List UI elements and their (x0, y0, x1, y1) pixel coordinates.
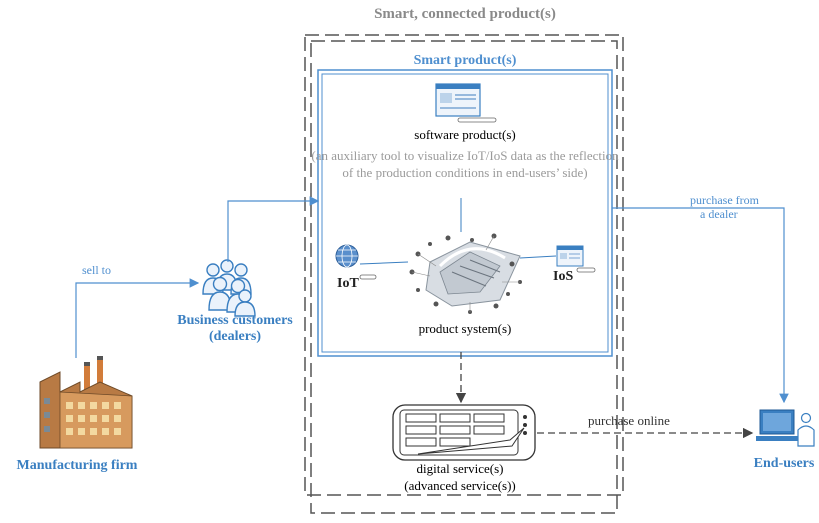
software-product-label: software product(s) (414, 127, 516, 142)
iot-label: IoT (337, 276, 359, 291)
business-customers-label: Business customers (dealers) (177, 313, 293, 344)
end-users-label: End-users (753, 456, 815, 471)
a-dealer-label: a dealer (700, 207, 738, 221)
purchase-online-label: purchase online (588, 413, 670, 428)
people-group-icon (202, 259, 256, 317)
dealer-to-product-arrow (227, 196, 320, 262)
sell-to-arrow (75, 278, 200, 358)
purchase-from-dealer-arrow (612, 207, 789, 404)
smart-product-box (317, 69, 613, 357)
computer-user-icon (756, 409, 815, 447)
ios-to-system-line (519, 255, 557, 259)
manufacturing-firm-label: Manufacturing firm (16, 458, 138, 473)
tablet-icon (392, 404, 536, 461)
digital-service-label: digital service(s) (416, 461, 504, 476)
sell-to-label: sell to (82, 263, 111, 277)
purchase-from-label: purchase from (690, 193, 759, 207)
product-system-machine-icon (409, 233, 522, 314)
advanced-service-label: (advanced service(s)) (404, 478, 516, 493)
smart-product-title: Smart product(s) (413, 53, 517, 68)
software-product-description: (an auxiliary tool to visualize IoT/IoS … (311, 148, 619, 180)
smart-connected-product-title: Smart, connected product(s) (374, 6, 556, 22)
iot-to-system-line (359, 261, 409, 265)
ios-window-icon (556, 245, 596, 273)
ios-label: IoS (553, 269, 574, 284)
product-system-label: product system(s) (418, 321, 512, 336)
smart-connected-product-box (304, 34, 624, 514)
software-window-icon (435, 83, 497, 123)
globe-iot-icon (335, 244, 377, 280)
factory-icon (39, 356, 133, 449)
